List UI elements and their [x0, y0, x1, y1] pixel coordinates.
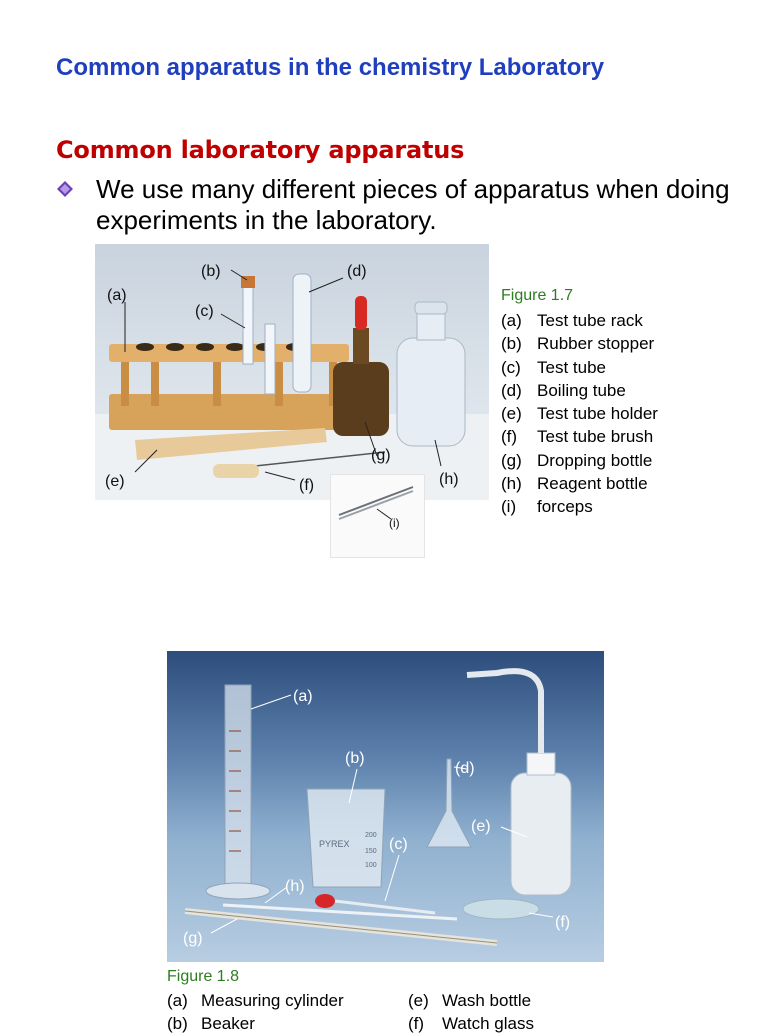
- beaker-mark-200: 200: [365, 832, 377, 839]
- photo-label-d: (d): [455, 760, 475, 777]
- figure-1-7-legend: (a)Test tube rack (b)Rubber stopper (c)T…: [501, 309, 658, 519]
- beaker-brand: PYREX: [319, 839, 350, 849]
- intro-text: We use many different pieces of apparatu…: [96, 174, 730, 235]
- photo-label-h: (h): [439, 471, 459, 488]
- photo-label-c: (c): [195, 303, 214, 320]
- photo-label-g: (g): [183, 930, 203, 947]
- photo-label-c: (c): [389, 836, 408, 853]
- legend-item: (a)Test tube rack: [501, 311, 643, 330]
- photo-label-e: (e): [471, 818, 491, 835]
- section-heading: Common laboratory apparatus: [56, 136, 465, 164]
- figure-1-8-legend-left: (a)Measuring cylinder (b)Beaker: [167, 989, 344, 1036]
- beaker-mark-100: 100: [365, 862, 377, 869]
- photo-label-f: (f): [299, 477, 314, 494]
- photo-label-b: (b): [201, 263, 221, 280]
- legend-item: (e)Wash bottle: [408, 991, 532, 1010]
- legend-item: (i)forceps: [501, 497, 593, 517]
- photo-label-i: (i): [389, 516, 400, 530]
- figure-1-7-photo: (a) (b) (c) (d) (e) (f) (g) (h): [95, 244, 489, 500]
- figure-1-8-legend-right: (e)Wash bottle (f)Watch glass: [408, 989, 534, 1036]
- test-tube-rack-illustration: [109, 343, 349, 430]
- legend-item: (b)Rubber stopper: [501, 334, 655, 354]
- photo-label-a: (a): [293, 688, 313, 705]
- figure-1-7-caption: Figure 1.7: [501, 287, 574, 304]
- diamond-bullet-icon: [57, 181, 73, 197]
- beaker-mark-150: 150: [365, 848, 377, 855]
- forceps-inset-photo: (i): [330, 474, 425, 558]
- photo-label-b: (b): [345, 750, 365, 767]
- figure-1-8-caption: Figure 1.8: [167, 968, 240, 985]
- legend-item: (h)Reagent bottle: [501, 474, 648, 494]
- legend-item: (f)Test tube brush: [501, 427, 654, 447]
- legend-item: (c)Test tube: [501, 357, 606, 377]
- legend-item: (d)Boiling tube: [501, 380, 626, 400]
- photo-label-e: (e): [105, 473, 125, 490]
- legend-item: (e)Test tube holder: [501, 404, 658, 424]
- photo-label-d: (d): [347, 263, 367, 280]
- figure-1-8-photo: PYREX 200 150 100 (a) (b) (c): [167, 651, 604, 962]
- photo-label-f: (f): [555, 914, 570, 931]
- photo-label-g: (g): [371, 447, 391, 464]
- page-title: Common apparatus in the chemistry Labora…: [56, 54, 605, 81]
- photo-label-a: (a): [107, 287, 127, 304]
- photo-label-h: (h): [285, 878, 305, 895]
- legend-item: (a)Measuring cylinder: [167, 991, 344, 1010]
- legend-item: (g)Dropping bottle: [501, 450, 653, 470]
